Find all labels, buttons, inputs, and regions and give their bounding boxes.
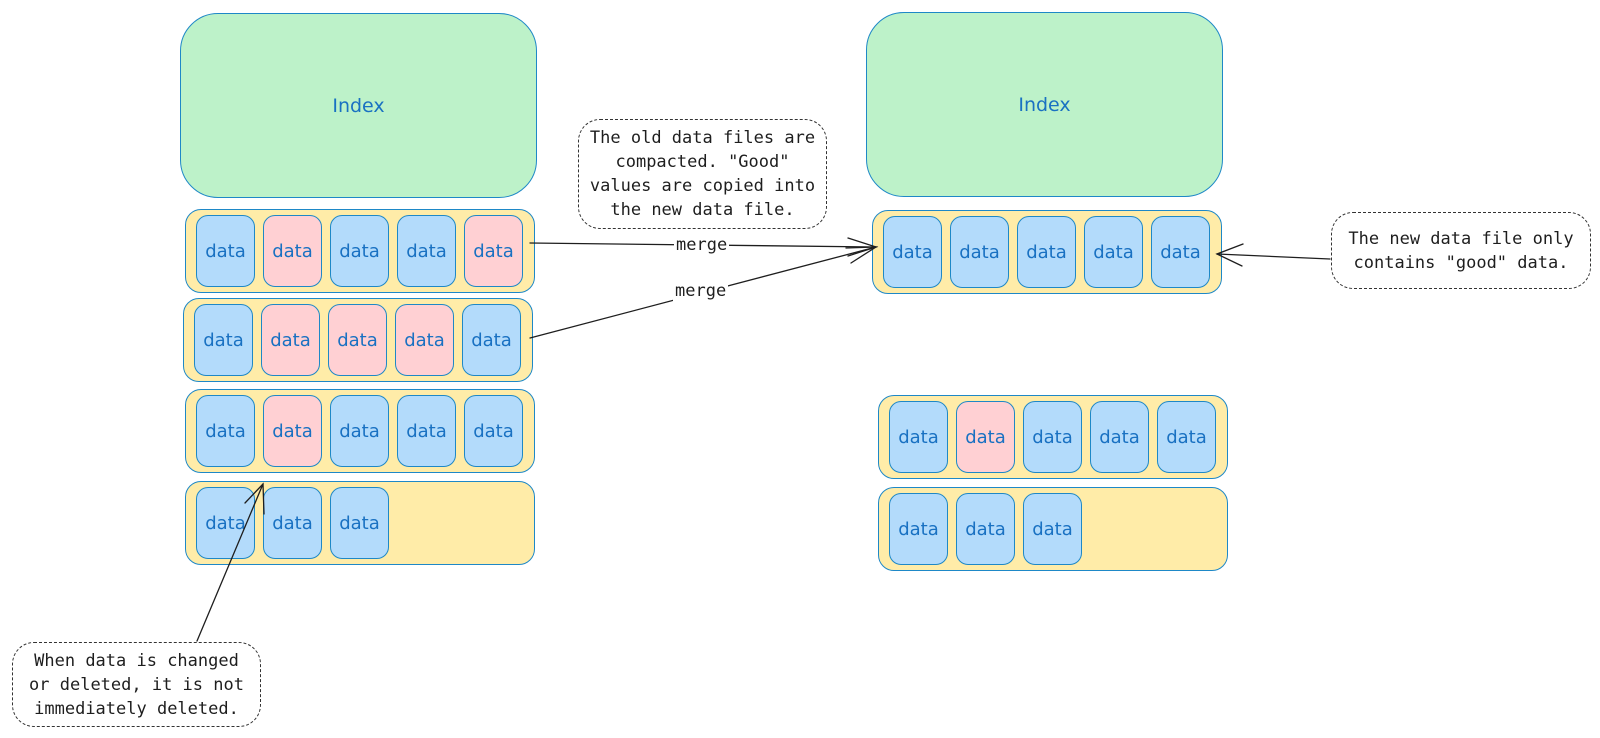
data-cell: data xyxy=(1017,216,1076,288)
data-cell: data xyxy=(950,216,1009,288)
data-cell: data xyxy=(196,215,255,287)
merge-label-1: merge xyxy=(674,235,730,255)
data-cell: data xyxy=(1084,216,1143,288)
stale-data-cell: data xyxy=(956,401,1015,473)
data-cell: data xyxy=(1157,401,1216,473)
data-cell: data xyxy=(883,216,942,288)
data-cell: data xyxy=(1090,401,1149,473)
stale-data-cell: data xyxy=(328,304,387,376)
data-cell: data xyxy=(956,493,1015,565)
stale-data-cell: data xyxy=(263,395,322,467)
new-file-arrow xyxy=(1216,253,1331,260)
merge-label-2: merge xyxy=(673,281,729,301)
data-cell: data xyxy=(196,487,255,559)
left-index-label: Index xyxy=(332,94,385,117)
data-cell: data xyxy=(194,304,253,376)
data-cell: data xyxy=(1151,216,1210,288)
data-cell: data xyxy=(462,304,521,376)
new-file-note-text: The new data file only contains "good" d… xyxy=(1348,228,1574,273)
left-index-box: Index xyxy=(180,13,537,198)
stale-data-cell: data xyxy=(261,304,320,376)
stale-data-cell: data xyxy=(395,304,454,376)
data-cell: data xyxy=(330,487,389,559)
changed-data-note: When data is changed or deleted, it is n… xyxy=(12,642,261,727)
changed-data-note-text: When data is changed or deleted, it is n… xyxy=(29,650,244,719)
data-cell: data xyxy=(1023,493,1082,565)
compacted-note-text: The old data files are compacted. "Good"… xyxy=(589,128,816,220)
data-cell: data xyxy=(330,395,389,467)
data-cell: data xyxy=(1023,401,1082,473)
data-cell: data xyxy=(464,395,523,467)
data-cell: data xyxy=(263,487,322,559)
data-cell: data xyxy=(397,215,456,287)
stale-data-cell: data xyxy=(263,215,322,287)
compacted-note: The old data files are compacted. "Good"… xyxy=(578,119,827,229)
data-cell: data xyxy=(196,395,255,467)
data-cell: data xyxy=(889,493,948,565)
right-index-label: Index xyxy=(1018,93,1071,116)
right-index-box: Index xyxy=(866,12,1223,197)
stale-data-cell: data xyxy=(464,215,523,287)
new-file-note: The new data file only contains "good" d… xyxy=(1331,212,1591,289)
data-cell: data xyxy=(397,395,456,467)
data-cell: data xyxy=(889,401,948,473)
data-cell: data xyxy=(330,215,389,287)
